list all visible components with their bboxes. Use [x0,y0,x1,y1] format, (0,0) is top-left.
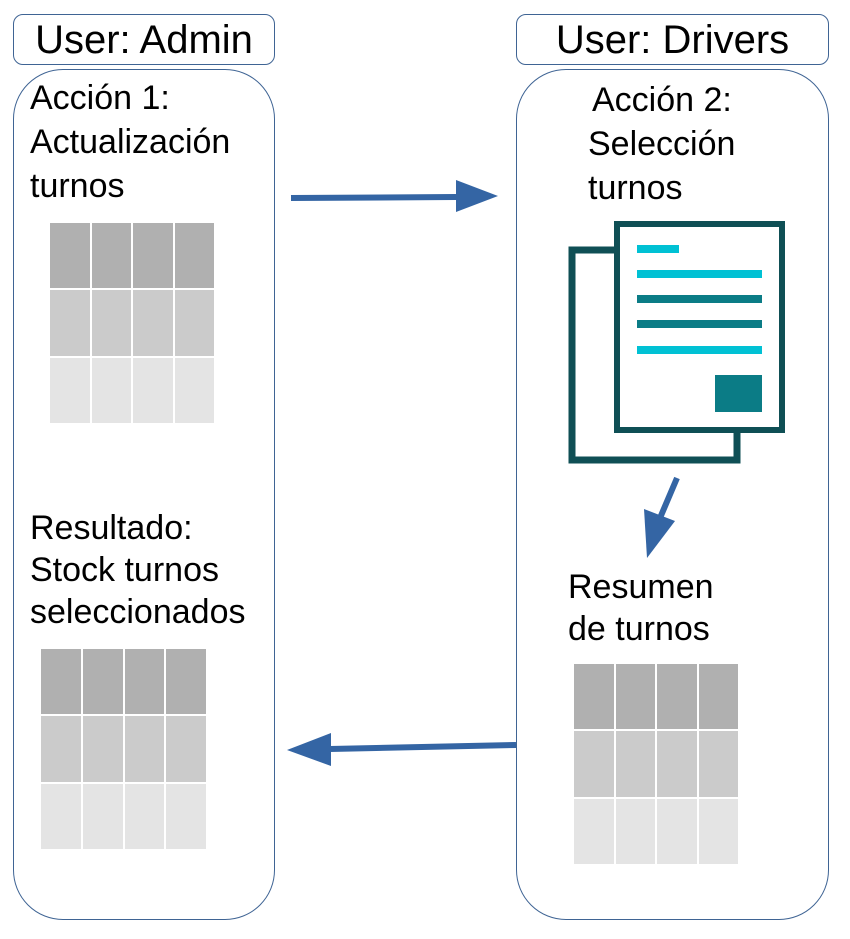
action-2-line-2: Selección [588,125,736,163]
result-text: Resultado: Stock turnos seleccionados [30,507,245,633]
action-2-line-1: Acción 2: [592,81,732,119]
table-icon [50,223,214,423]
result-line-1: Resultado: [30,509,193,547]
arrow-icon [287,733,517,766]
table-icon [574,664,738,864]
action-1-line-2: Actualización [30,123,231,161]
action-1-line-3: turnos [30,167,125,205]
summary-text: Resumen de turnos [568,566,714,650]
document-icon [568,221,785,464]
action-1-text: Acción 1: Actualización turnos [30,76,230,208]
admin-lane-title: User: Admin [13,14,275,65]
table-icon [41,649,206,849]
result-line-3: seleccionados [30,593,246,631]
summary-line-2: de turnos [568,610,710,648]
summary-line-1: Resumen [568,568,714,606]
arrow-icon [644,476,680,558]
result-line-2: Stock turnos [30,551,219,589]
action-2-text: Acción 2: Selección turnos [588,78,735,210]
action-1-line-1: Acción 1: [30,79,170,117]
drivers-lane-title: User: Drivers [516,14,829,65]
arrow-icon [290,180,498,212]
action-2-line-3: turnos [588,169,683,207]
